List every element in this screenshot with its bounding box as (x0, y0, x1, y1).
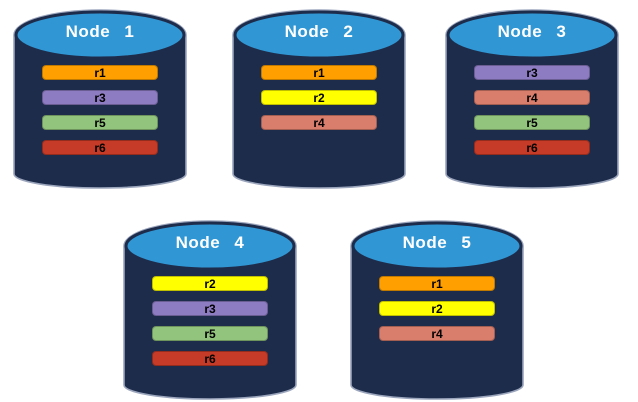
cylinder-top-shape (446, 10, 618, 60)
node-cylinder-5: Node 5 r1 r2 r4 (349, 219, 525, 401)
replica-bar-r2: r2 (379, 301, 495, 316)
replica-list: r2 r3 r5 r6 (152, 276, 268, 366)
replica-bar-r2: r2 (152, 276, 268, 291)
replica-bar-r4: r4 (379, 326, 495, 341)
node-cylinder-1: Node 1 r1 r3 r5 r6 (12, 8, 188, 190)
replica-bar-r4: r4 (474, 90, 590, 105)
replica-list: r1 r2 r4 (379, 276, 495, 341)
replica-bar-r1: r1 (379, 276, 495, 291)
node-title: Node 1 (65, 22, 135, 41)
replica-list: r1 r3 r5 r6 (42, 65, 158, 155)
cylinder-top-shape (14, 10, 186, 60)
replica-bar-r3: r3 (42, 90, 158, 105)
node-title: Node 4 (175, 233, 245, 252)
node-title: Node 5 (402, 233, 472, 252)
cylinder-top-shape (233, 10, 405, 60)
node-cylinder-4: Node 4 r2 r3 r5 r6 (122, 219, 298, 401)
replica-bar-r1: r1 (42, 65, 158, 80)
node-cylinder-3: Node 3 r3 r4 r5 r6 (444, 8, 620, 190)
replica-bar-r5: r5 (152, 326, 268, 341)
cylinder-top-shape (124, 221, 296, 271)
node-cylinder-2: Node 2 r1 r2 r4 (231, 8, 407, 190)
replica-list: r1 r2 r4 (261, 65, 377, 130)
replica-bar-r3: r3 (152, 301, 268, 316)
node-title: Node 2 (284, 22, 354, 41)
replica-list: r3 r4 r5 r6 (474, 65, 590, 155)
cylinder-top-shape (351, 221, 523, 271)
replica-bar-r6: r6 (42, 140, 158, 155)
replica-bar-r1: r1 (261, 65, 377, 80)
replica-bar-r5: r5 (42, 115, 158, 130)
replica-bar-r6: r6 (474, 140, 590, 155)
replica-bar-r2: r2 (261, 90, 377, 105)
replica-bar-r5: r5 (474, 115, 590, 130)
replica-bar-r3: r3 (474, 65, 590, 80)
replica-bar-r6: r6 (152, 351, 268, 366)
replica-bar-r4: r4 (261, 115, 377, 130)
node-title: Node 3 (497, 22, 567, 41)
